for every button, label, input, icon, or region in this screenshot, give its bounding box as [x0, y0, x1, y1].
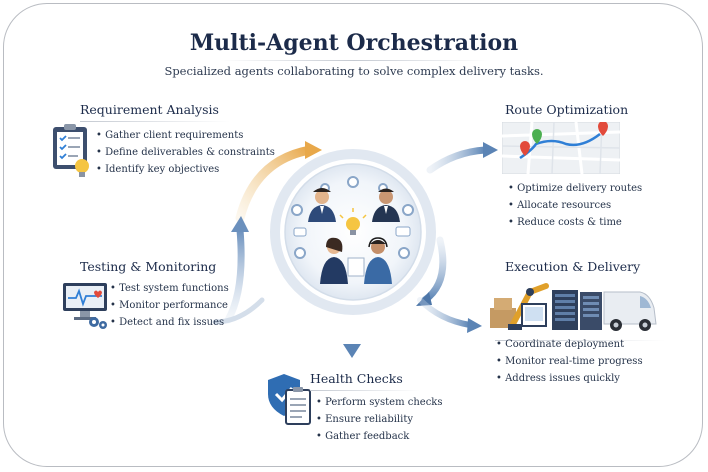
- execution-delivery-section: Execution & Delivery: [505, 259, 685, 274]
- clipboard-checklist-icon: [53, 124, 89, 177]
- cycle-arrowhead-top: [305, 141, 322, 159]
- route-item: Allocate resources: [508, 197, 642, 214]
- route-item: Optimize delivery routes: [508, 180, 642, 197]
- health-item: Ensure reliability: [316, 411, 450, 428]
- monitor-heartbeat-icon: [63, 283, 107, 329]
- requirement-item: Define deliverables & constraints: [96, 144, 280, 161]
- requirement-item: Identify key objectives: [96, 161, 280, 178]
- page-subtitle: Specialized agents collaborating to solv…: [164, 64, 544, 78]
- shared-document-icon: [347, 257, 365, 277]
- cycle-arrowhead-down: [343, 344, 361, 358]
- page-title: Multi-Agent Orchestration: [189, 30, 519, 56]
- warehouse-delivery-icon: [490, 283, 657, 331]
- execution-item: Monitor real-time progress: [496, 353, 643, 370]
- section-rule: [80, 121, 230, 122]
- agent-person-3-icon: [320, 237, 348, 284]
- testing-monitoring-list: Test system functions Monitor performanc…: [110, 280, 229, 331]
- requirement-analysis-section: Requirement Analysis Gather client requi…: [80, 102, 280, 178]
- health-checks-title: Health Checks: [310, 371, 403, 386]
- cycle-arrowhead-right: [483, 142, 498, 158]
- agent-person-1-icon: [308, 188, 336, 222]
- route-map-icon: [502, 122, 620, 174]
- testing-monitoring-title: Testing & Monitoring: [80, 259, 217, 274]
- testing-item: Test system functions: [110, 280, 229, 297]
- cycle-arrowhead-left: [231, 216, 249, 232]
- agent-hub-outer-ring: [270, 149, 436, 315]
- route-optimization-title: Route Optimization: [505, 102, 629, 117]
- health-checks-section: Health Checks Perform system checks Ensu…: [310, 371, 450, 445]
- chat-bubble-icon: [293, 227, 307, 237]
- route-optimization-list: Optimize delivery routes Allocate resour…: [508, 180, 642, 231]
- title-rule-right: [353, 60, 488, 61]
- execution-item: Address issues quickly: [496, 370, 643, 387]
- testing-item: Monitor performance: [110, 297, 229, 314]
- title-rule-left: [220, 60, 355, 61]
- testing-item: Detect and fix issues: [110, 314, 229, 331]
- execution-delivery-title: Execution & Delivery: [505, 259, 641, 274]
- cycle-arrow-right: [426, 146, 489, 174]
- chat-bubble-icon: [395, 226, 411, 237]
- requirement-analysis-title: Requirement Analysis: [80, 102, 219, 117]
- route-optimization-section: Route Optimization: [505, 102, 665, 117]
- agent-person-4-icon: [364, 237, 392, 284]
- section-rule: [310, 390, 420, 391]
- health-item: Perform system checks: [316, 394, 450, 411]
- execution-delivery-list: Coordinate deployment Monitor real-time …: [496, 336, 643, 387]
- lightbulb-icon: [339, 208, 367, 235]
- shield-check-icon: [268, 374, 311, 425]
- route-item: Reduce costs & time: [508, 214, 642, 231]
- cycle-arrowhead-execution: [467, 318, 482, 333]
- testing-monitoring-section: Testing & Monitoring: [80, 259, 280, 274]
- execution-item: Coordinate deployment: [496, 336, 643, 353]
- cycle-arrow-to-execution: [417, 297, 473, 328]
- requirement-item: Gather client requirements: [96, 127, 280, 144]
- agent-person-2-icon: [372, 188, 400, 222]
- health-item: Gather feedback: [316, 428, 450, 445]
- cycle-arrow-left: [224, 226, 245, 324]
